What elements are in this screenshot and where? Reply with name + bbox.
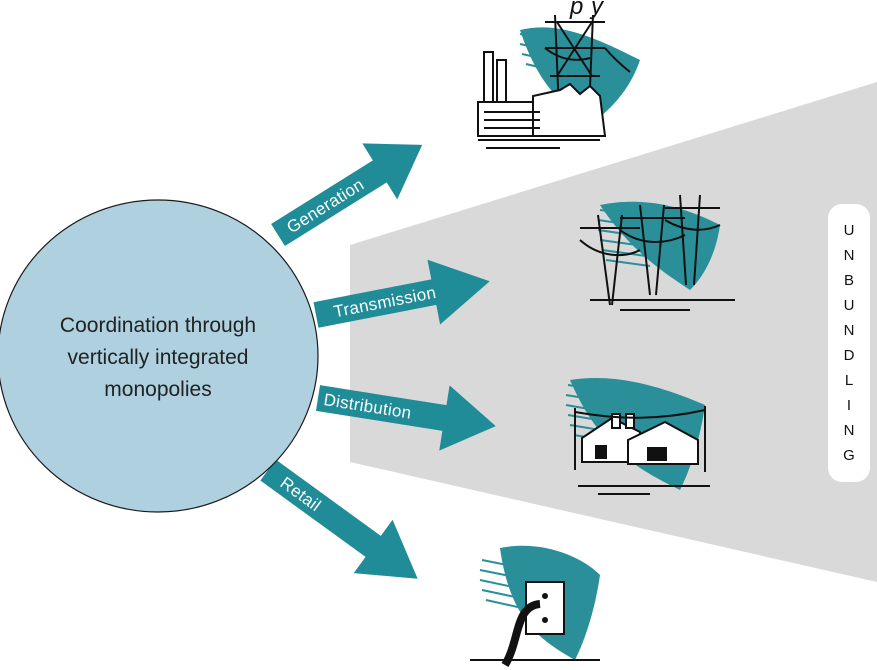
- center-label-line3: monopolies: [104, 378, 211, 401]
- center-label-line1: Coordination through: [60, 314, 256, 337]
- houses-icon: [565, 378, 710, 495]
- unbundling-letter: D: [843, 347, 855, 364]
- unbundling-wedge: [350, 82, 877, 582]
- unbundling-letter: N: [843, 322, 855, 339]
- unbundling-letter: L: [844, 372, 854, 389]
- unbundling-letter: G: [843, 447, 855, 464]
- unbundling-letter: B: [843, 272, 854, 289]
- title-fragment-2: y: [589, 0, 605, 20]
- arrow-label-generation: Generation: [283, 175, 367, 237]
- unbundling-label: U N B U N D L I N G: [828, 204, 870, 482]
- unbundling-letter: U: [843, 297, 855, 314]
- coordination-circle: [0, 199, 319, 513]
- center-label-line2: vertically integrated: [68, 346, 249, 369]
- unbundling-letter: N: [843, 247, 855, 264]
- unbundling-letter: U: [843, 222, 855, 239]
- unbundling-letter: I: [846, 397, 852, 414]
- transmission-towers-icon: [579, 194, 735, 311]
- wall-outlet-icon: [470, 545, 600, 668]
- power-plant-icon: [477, 14, 640, 149]
- unbundling-letter: N: [843, 422, 855, 439]
- title-fragment: p: [569, 0, 583, 20]
